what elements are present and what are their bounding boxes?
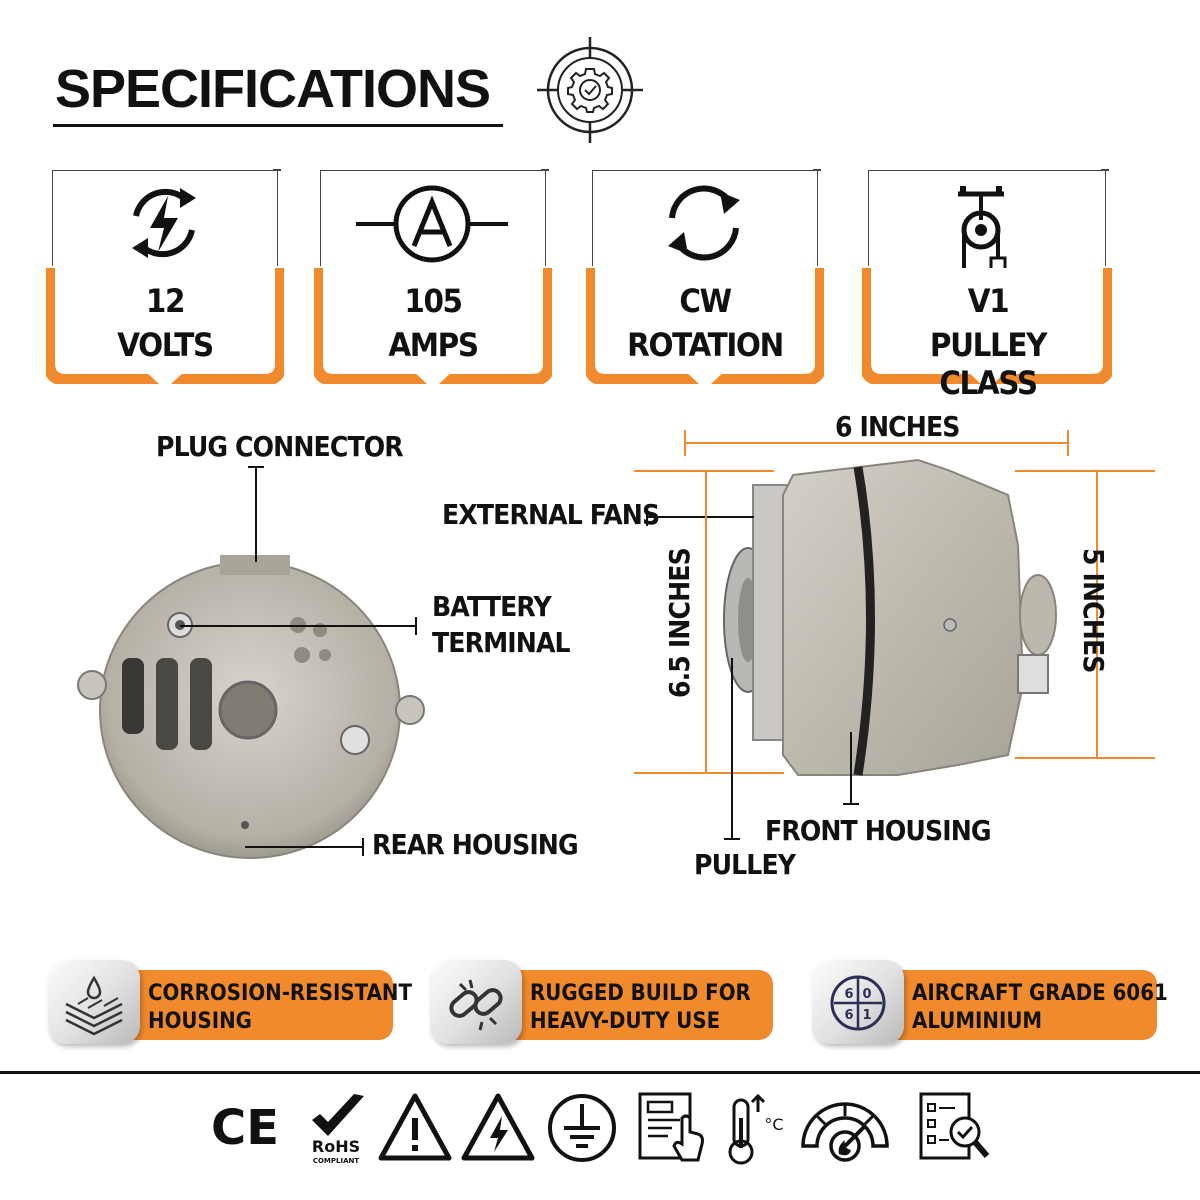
svg-text:0: 0 <box>862 987 871 1002</box>
spec-unit: AMPS <box>388 326 479 364</box>
feature-text-line2: HOUSING <box>148 1009 252 1034</box>
ground-symbol-icon <box>548 1094 616 1162</box>
spec-value: CW <box>679 282 732 320</box>
spec-card-amps: 105 AMPS <box>314 169 552 410</box>
svg-text:1: 1 <box>862 1008 871 1023</box>
spec-value: 105 <box>404 282 463 320</box>
plug-connector-label: PLUG CONNECTOR <box>156 430 404 463</box>
broken-chain-icon <box>449 979 503 1031</box>
spec-value-panel <box>314 268 552 384</box>
pulley-label: PULLEY <box>694 848 796 881</box>
quality-inspection-icon <box>919 1092 990 1160</box>
ce-mark-icon: CE <box>211 1100 279 1156</box>
external-fans-label: EXTERNAL FANS <box>442 498 660 531</box>
feature-text-line1: CORROSION-RESISTANT <box>148 981 412 1006</box>
svg-text:6: 6 <box>844 1008 853 1023</box>
gear-check-icon <box>537 37 643 143</box>
alternator-side-image <box>723 458 1057 776</box>
svg-text:°C: °C <box>764 1115 783 1134</box>
feature-text-line2: ALUMINIUM <box>912 1009 1043 1034</box>
svg-text:6: 6 <box>844 987 853 1002</box>
spec-unit: VOLTS <box>117 326 214 364</box>
svg-text:CE: CE <box>211 1100 279 1156</box>
touch-manual-icon <box>638 1092 704 1162</box>
warning-icon <box>378 1093 452 1161</box>
spec-value-panel <box>862 268 1112 384</box>
spec-value-panel <box>46 268 284 384</box>
alloy-6061-icon: 6 0 6 1 <box>830 975 886 1031</box>
spec-value: 12 <box>145 282 186 320</box>
width-dimension-label: 6 INCHES <box>835 410 960 443</box>
spec-value: V1 <box>967 282 1010 320</box>
footer-divider <box>0 1071 1200 1074</box>
page-title: SPECIFICATIONS <box>55 59 491 119</box>
rear-housing-label: REAR HOUSING <box>372 828 579 861</box>
feature-corrosion: CORROSION-RESISTANT HOUSING <box>48 958 412 1048</box>
battery-terminal-label-2: TERMINAL <box>432 626 571 659</box>
body-dimension-label: 5 INCHES <box>1077 548 1110 673</box>
rotation-arrows-icon <box>668 185 740 261</box>
feature-text-line1: AIRCRAFT GRADE 6061 <box>912 981 1168 1006</box>
title-underline <box>53 124 503 127</box>
feature-aluminium: 6 0 6 1 AIRCRAFT GRADE 6061 ALUMINIUM <box>812 958 1168 1048</box>
temperature-icon: °C <box>728 1093 784 1165</box>
voltage-cycle-icon <box>132 188 196 258</box>
performance-gauge-icon <box>801 1102 889 1162</box>
height-dimension-label: 6.5 INCHES <box>663 548 696 698</box>
svg-text:COMPLIANT: COMPLIANT <box>313 1157 360 1165</box>
spec-value-panel <box>586 268 824 384</box>
spec-unit: PULLEY CLASS <box>929 326 1048 402</box>
spec-card-volts: 12 VOLTS <box>46 169 284 410</box>
pulley-icon <box>958 186 1007 268</box>
corrosion-layers-icon <box>65 975 123 1036</box>
feature-text-line1: RUGGED BUILD FOR <box>530 981 751 1006</box>
alternator-rear-image <box>77 555 425 859</box>
rohs-compliant-icon: RoHS COMPLIANT <box>312 1094 364 1165</box>
electrical-hazard-icon <box>461 1093 535 1161</box>
front-housing-label: FRONT HOUSING <box>765 814 992 847</box>
battery-terminal-label-1: BATTERY <box>432 590 552 623</box>
feature-rugged-build: RUGGED BUILD FOR HEAVY-DUTY USE <box>430 958 775 1048</box>
spec-card-pulley: V1 PULLEY CLASS <box>862 169 1112 410</box>
svg-text:RoHS: RoHS <box>312 1137 360 1156</box>
spec-card-rotation: CW ROTATION <box>586 169 824 410</box>
ampere-icon <box>356 185 508 263</box>
feature-text-line2: HEAVY-DUTY USE <box>530 1009 721 1034</box>
spec-unit: ROTATION <box>627 326 784 364</box>
